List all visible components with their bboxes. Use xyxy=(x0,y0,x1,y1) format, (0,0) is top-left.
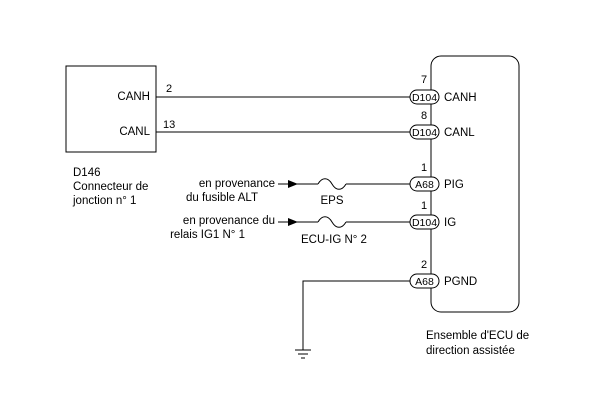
fuse-eps-icon xyxy=(317,178,347,190)
junction-name-line1: Connecteur de xyxy=(73,181,148,193)
ecu-signal-canh: CANH xyxy=(444,92,477,104)
ecu-name-line2: direction assistée xyxy=(426,345,515,357)
arrow-pig-icon xyxy=(288,180,298,188)
ecu-signal-pig: PIG xyxy=(444,179,464,191)
ground-icon xyxy=(295,349,311,359)
junction-id: D146 xyxy=(73,167,101,179)
connector-pill-ig xyxy=(409,214,440,230)
ecu-pin-pgnd: 2 xyxy=(421,259,427,271)
connector-pill-pgnd xyxy=(409,273,440,289)
fuse-ecu-ig-label: ECU-IG N° 2 xyxy=(301,234,367,246)
source-ig1-line2: relais IG1 N° 1 xyxy=(170,229,245,241)
connector-pill-canh xyxy=(409,89,440,105)
ecu-pin-ig: 1 xyxy=(421,200,427,212)
ecu-pin-canl: 8 xyxy=(421,110,427,122)
ecu-signal-ig: IG xyxy=(444,217,456,229)
connector-id-pgnd: A68 xyxy=(415,276,434,288)
source-ig1-line1: en provenance du xyxy=(183,215,275,227)
ecu-name-line1: Ensemble d'ECU de xyxy=(426,330,529,342)
connector-id-pig: A68 xyxy=(415,179,434,191)
ecu-signal-pgnd: PGND xyxy=(444,276,477,288)
source-alt-line2: du fusible ALT xyxy=(186,192,258,204)
wire-pgnd xyxy=(302,280,410,350)
junction-signal-canh: CANH xyxy=(117,91,150,103)
junction-pin-canh: 2 xyxy=(166,83,172,95)
connector-id-canh: D104 xyxy=(412,92,437,104)
connector-id-ig: D104 xyxy=(412,217,437,229)
junction-connector-box xyxy=(65,65,157,153)
ecu-pin-canh: 7 xyxy=(421,74,427,86)
connector-pill-canl xyxy=(409,124,440,140)
fuse-ecu-ig-icon xyxy=(317,216,347,228)
connector-id-canl: D104 xyxy=(412,127,437,139)
source-alt-line1: en provenance xyxy=(199,178,275,190)
arrow-ig-icon xyxy=(288,218,298,226)
junction-name-line2: jonction n° 1 xyxy=(72,195,136,207)
junction-signal-canl: CANL xyxy=(119,126,150,138)
junction-pin-canl: 13 xyxy=(163,119,175,131)
fuse-eps-label: EPS xyxy=(320,195,343,207)
ecu-pin-pig: 1 xyxy=(421,162,427,174)
connector-pill-pig xyxy=(409,176,440,192)
ecu-signal-canl: CANL xyxy=(444,127,475,139)
